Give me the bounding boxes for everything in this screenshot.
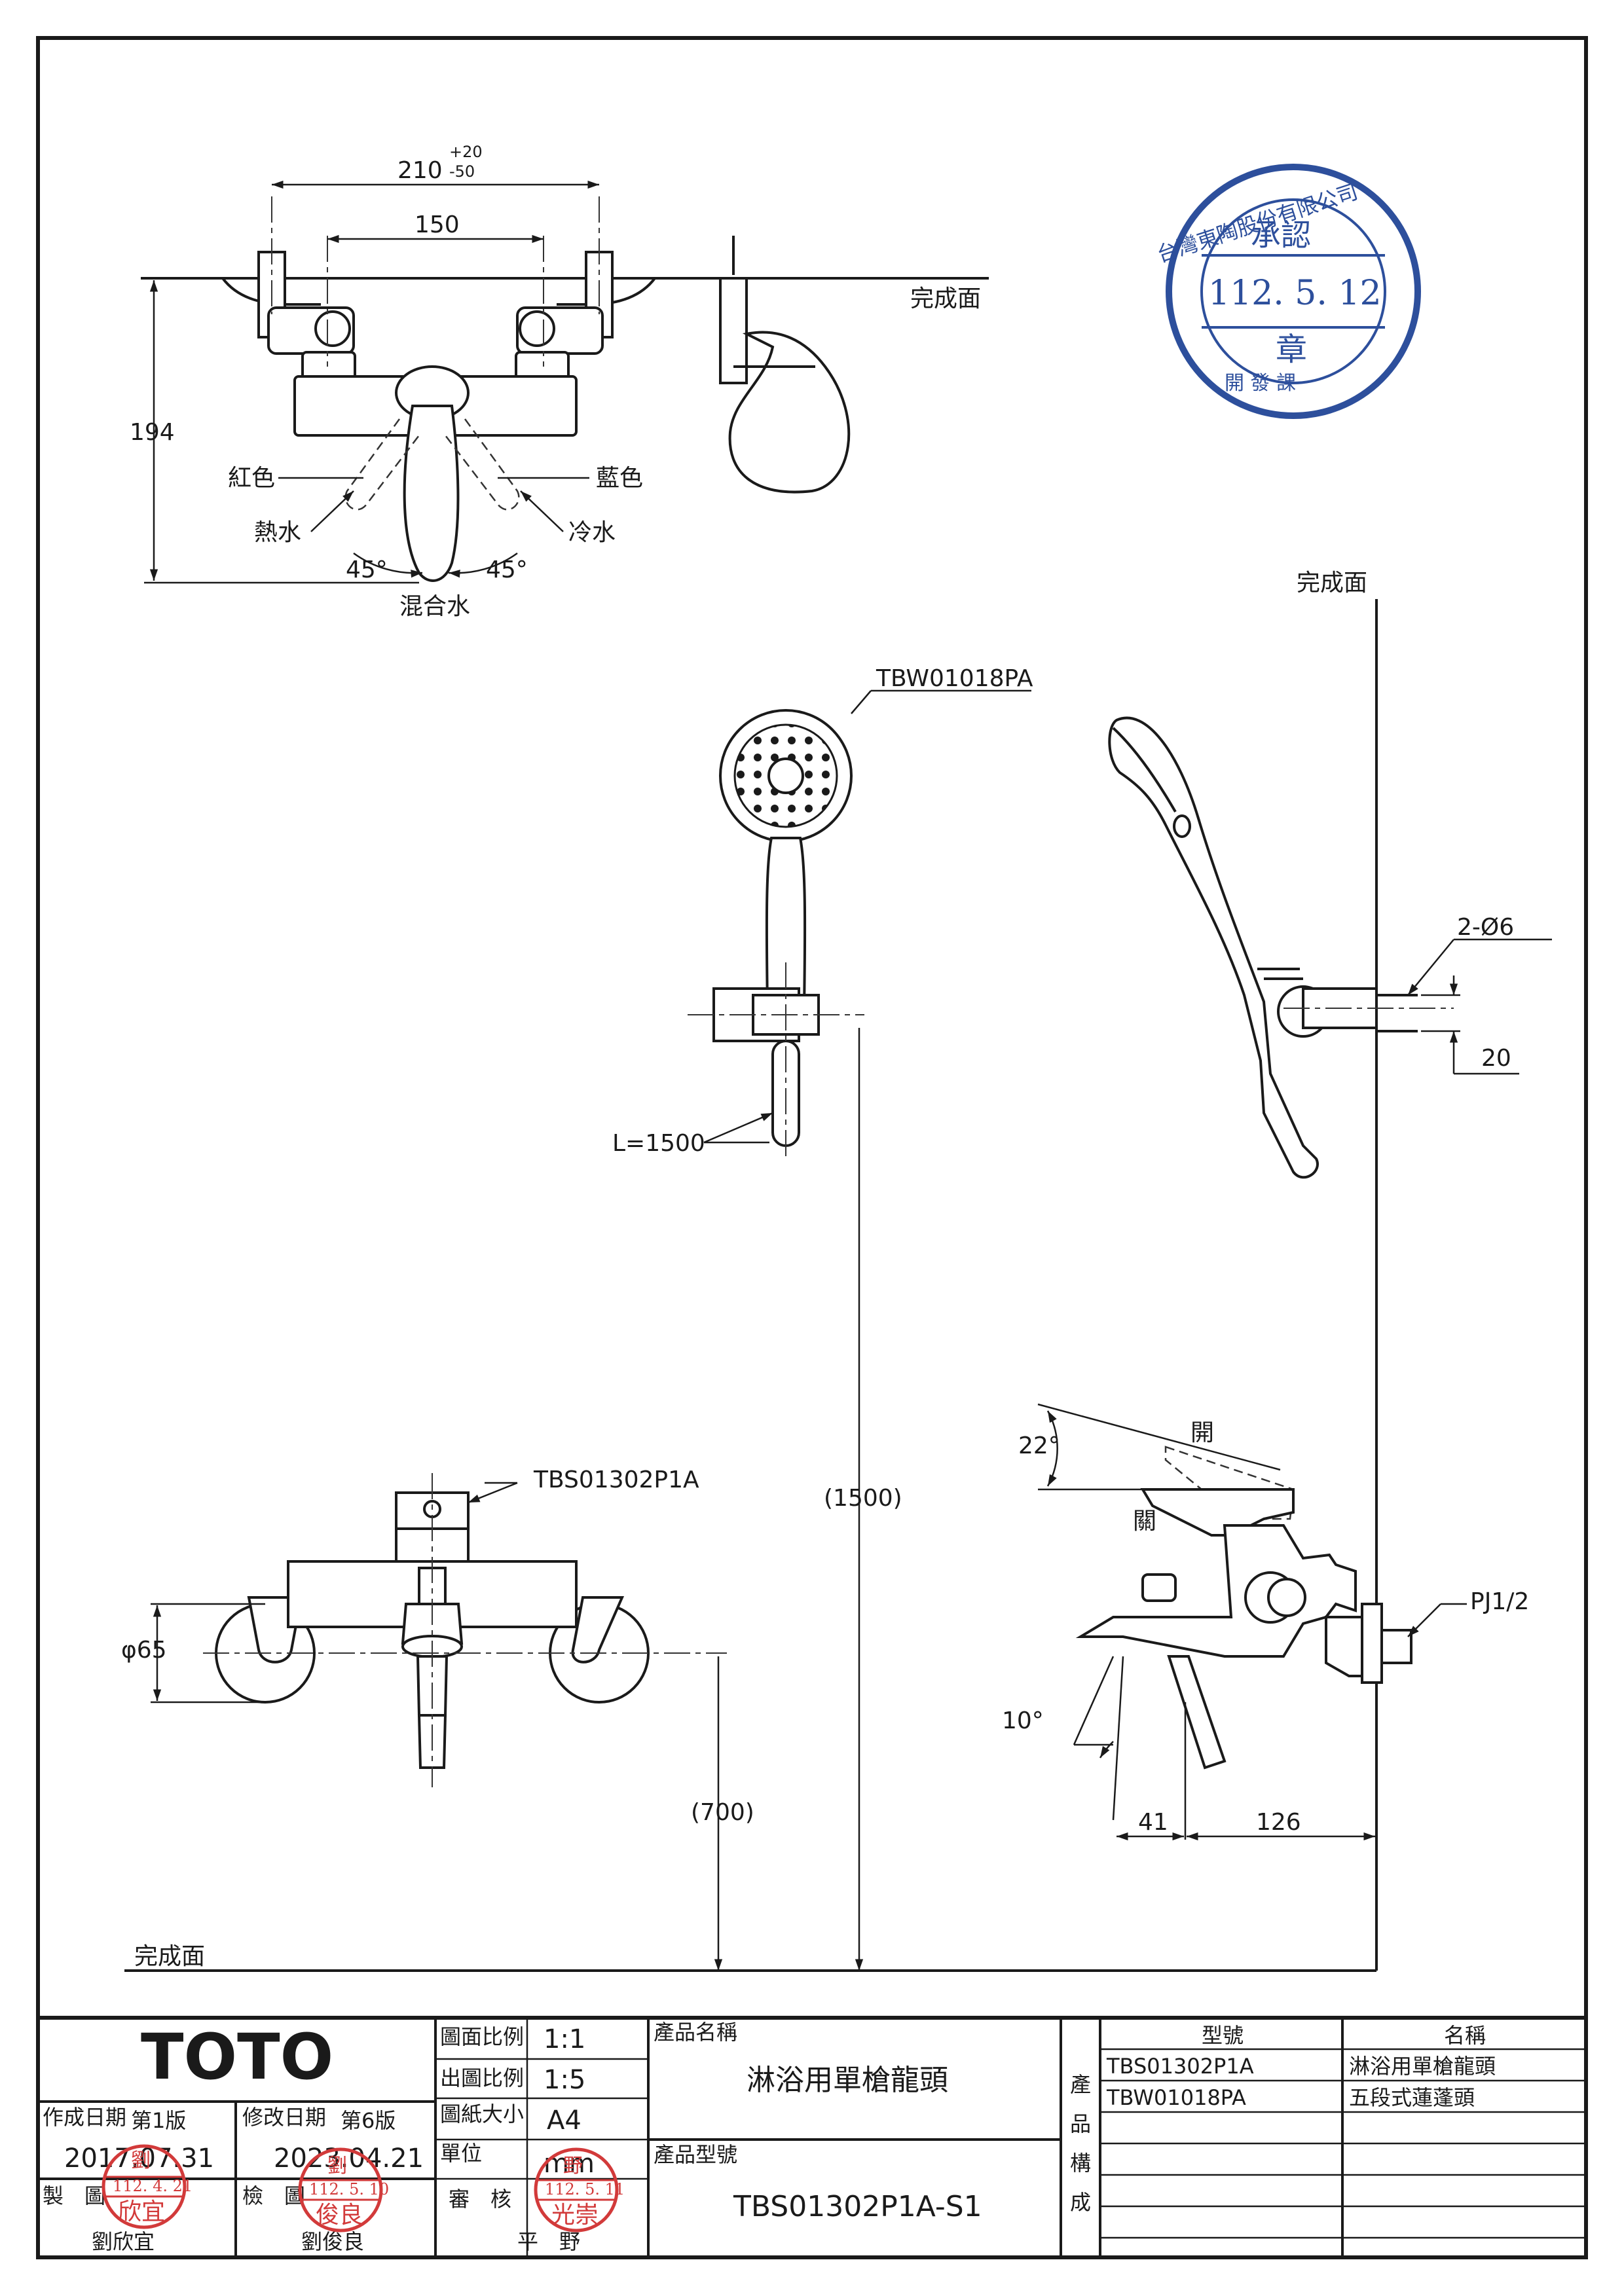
dim-41: 41 [1138, 1809, 1168, 1836]
col-model-header: 型號 [1202, 2023, 1244, 2048]
maker-stamp-name: 欣宜 [118, 2198, 165, 2225]
checker-stamp: 劉 112. 5. 10 俊良 [298, 2147, 389, 2232]
faucet-side-view: 22° 開 關 10° 41 126 PJ1/2 [1002, 1403, 1529, 1841]
faucet-top-view: 完成面 210 +20 -50 [130, 143, 989, 620]
label-blue: 藍色 [596, 465, 643, 492]
hand-shower-front-view: TBW01018PA L=1500 [612, 665, 1033, 1159]
label-mixed: 混合水 [399, 593, 470, 620]
label-finish-surface-top: 完成面 [910, 285, 981, 312]
checker-stamp-surname: 劉 [327, 2155, 347, 2178]
paper-value: A4 [547, 2105, 581, 2136]
approval-date: 112. 5. 12 [1208, 274, 1382, 313]
dim-700: (700) [691, 1799, 754, 1826]
dim-194: 194 [130, 419, 175, 446]
approval-seal: 章 [1276, 331, 1307, 368]
reviewer-stamp: 野 112. 5. 11 光崇 [534, 2147, 625, 2232]
callout-shower: TBW01018PA [876, 665, 1033, 692]
faucet-front-view: φ65 TBS01302P1A [121, 1467, 727, 1787]
label-finish-surface-right: 完成面 [1297, 570, 1367, 596]
row-2-name: 五段式蓮蓬頭 [1349, 2085, 1475, 2110]
hand-shower-side-view: 20 2-Ø6 [1108, 716, 1552, 1179]
print-scale-label: 出圖比例 [440, 2066, 524, 2090]
reviewer-stamp-surname: 野 [563, 2155, 583, 2178]
dim-210: 210 [397, 157, 443, 184]
edition-1: 第1版 [131, 2108, 186, 2133]
label-angle-10: 10° [1002, 1707, 1044, 1734]
label-thread: PJ1/2 [1470, 1588, 1529, 1615]
composition-char-2: 品 [1070, 2111, 1091, 2136]
product-name-label: 產品名稱 [654, 2020, 737, 2045]
label-angle-left: 45° [346, 556, 388, 583]
label-closed: 關 [1133, 1508, 1156, 1535]
maker-stamp-date: 112. 4. 21 [113, 2177, 193, 2195]
revised-label: 修改日期 [242, 2105, 326, 2130]
reviewer-name: 平 野 [517, 2229, 580, 2254]
checker-label: 檢 圖 [242, 2183, 305, 2208]
row-1-model: TBS01302P1A [1106, 2054, 1254, 2079]
dim-phi65: φ65 [121, 1637, 167, 1664]
toto-logo: TOTO [141, 2020, 333, 2094]
dim-1500: (1500) [824, 1485, 902, 1512]
composition-char-3: 構 [1070, 2151, 1091, 2176]
checker-stamp-name: 俊良 [316, 2202, 363, 2229]
title-block: TOTO 作成日期 第1版 2017.07.31 修改日期 第6版 2023.0… [36, 2016, 1588, 2259]
dim-210-tol-minus: -50 [449, 162, 475, 181]
approval-title: 承認 [1251, 217, 1311, 253]
row-2-model: TBW01018PA [1106, 2085, 1246, 2110]
dim-20: 20 [1481, 1045, 1511, 1072]
label-angle-22: 22° [1018, 1432, 1060, 1459]
product-model: TBS01302P1A-S1 [733, 2190, 982, 2223]
unit-value: mm [544, 2149, 595, 2179]
maker-stamp: 劉 112. 4. 21 欣宜 [101, 2144, 193, 2229]
maker-stamp-surname: 劉 [131, 2149, 151, 2172]
composition-char-4: 成 [1070, 2190, 1091, 2215]
approval-footer: 開 發 課 [1225, 372, 1296, 395]
scale-label: 圖面比例 [440, 2024, 524, 2049]
maker-label: 製 圖 [43, 2183, 105, 2208]
dim-150: 150 [415, 211, 460, 238]
checker-name: 劉俊良 [301, 2229, 364, 2254]
callout-faucet: TBS01302P1A [533, 1467, 699, 1493]
label-cold: 冷水 [568, 519, 616, 546]
row-1-name: 淋浴用單槍龍頭 [1349, 2054, 1496, 2079]
label-hot: 熱水 [254, 519, 301, 546]
print-scale-value: 1:5 [544, 2065, 585, 2095]
revised-date: 2023.04.21 [274, 2143, 424, 2174]
scale-value: 1:1 [544, 2024, 585, 2054]
composition-char-1: 產 [1070, 2072, 1091, 2097]
maker-name: 劉欣宜 [92, 2229, 155, 2254]
label-red: 紅色 [228, 465, 275, 492]
dim-126: 126 [1256, 1809, 1301, 1836]
product-model-label: 產品型號 [654, 2142, 737, 2167]
created-label: 作成日期 [43, 2105, 126, 2130]
dim-holes: 2-Ø6 [1457, 914, 1514, 941]
reviewer-stamp-date: 112. 5. 11 [545, 2180, 625, 2198]
dim-210-tol-plus: +20 [449, 143, 483, 161]
label-angle-right: 45° [486, 556, 528, 583]
reviewer-stamp-name: 光崇 [551, 2202, 599, 2229]
label-finish-surface-bottom: 完成面 [134, 1943, 205, 1970]
col-name-header: 名稱 [1444, 2023, 1486, 2048]
product-name: 淋浴用單槍龍頭 [747, 2064, 948, 2097]
paper-label: 圖紙大小 [440, 2102, 524, 2126]
checker-stamp-date: 112. 5. 10 [309, 2180, 389, 2198]
unit-label: 單位 [440, 2141, 482, 2166]
label-hose-length: L=1500 [612, 1130, 705, 1157]
approval-stamp: 台灣東陶股份有限公司 承認 112. 5. 12 章 開 發 課 [1154, 164, 1421, 419]
created-date: 2017.07.31 [64, 2143, 214, 2174]
edition-6: 第6版 [341, 2108, 396, 2133]
label-open: 開 [1190, 1419, 1214, 1446]
review-label: 審 核 [449, 2187, 511, 2212]
